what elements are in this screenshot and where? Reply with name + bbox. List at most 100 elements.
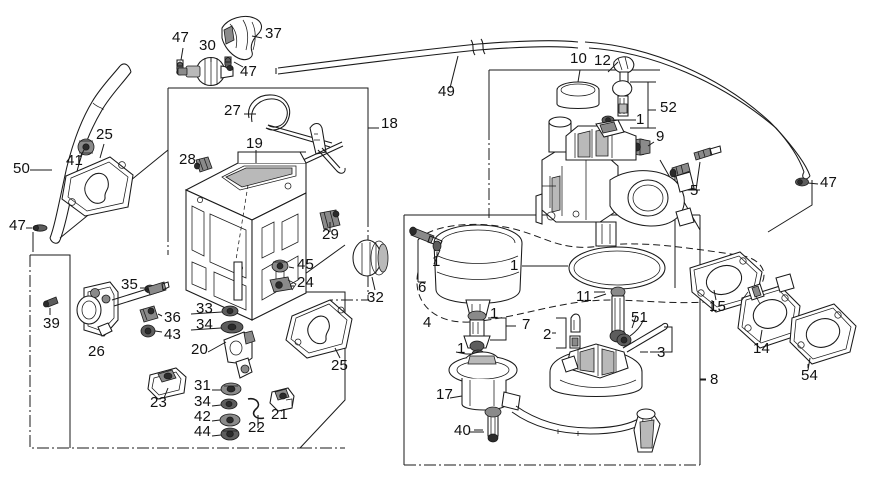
part-4-float-bowl <box>433 224 523 317</box>
callout-10: 10 <box>570 50 588 67</box>
callout-45: 45 <box>297 256 315 273</box>
callout-39: 39 <box>43 315 61 332</box>
callout-1-d: 1 <box>490 305 499 322</box>
callout-6: 6 <box>418 279 427 296</box>
callout-32: 32 <box>367 289 385 306</box>
callout-34-b: 34 <box>194 393 212 410</box>
part-49-breather-tube <box>275 38 811 180</box>
part-17-strainer-cup <box>448 351 521 411</box>
part-6-drain-screw <box>409 226 443 283</box>
callout-50: 50 <box>13 160 31 177</box>
callout-12: 12 <box>594 52 612 69</box>
part-25-gasket-upper <box>61 156 134 217</box>
part-14-insulator <box>737 273 801 349</box>
callout-19: 19 <box>246 135 264 152</box>
callout-23: 23 <box>150 394 168 411</box>
callout-54: 54 <box>801 367 819 384</box>
callout-9: 9 <box>656 128 665 145</box>
part-carburetor-body <box>535 116 695 247</box>
callout-30: 30 <box>199 37 217 54</box>
part-20-lever <box>223 330 256 379</box>
callout-14: 14 <box>753 340 771 357</box>
leader-lines <box>26 35 819 437</box>
callout-35: 35 <box>121 276 139 293</box>
callout-3: 3 <box>657 344 666 361</box>
callout-21: 21 <box>271 406 289 423</box>
callout-26: 26 <box>88 343 106 360</box>
part-18-rod <box>302 122 346 174</box>
callout-4: 4 <box>423 314 432 331</box>
callout-1-e: 1 <box>457 340 466 357</box>
callout-27: 27 <box>224 102 242 119</box>
part-51-pin <box>616 319 644 347</box>
callout-41: 41 <box>66 152 84 169</box>
connector-14-47 <box>767 180 813 233</box>
callout-43: 43 <box>164 326 182 343</box>
part-36-nut <box>139 305 159 323</box>
callout-1-a: 1 <box>636 111 645 128</box>
callout-42: 42 <box>194 408 212 425</box>
callout-36: 36 <box>164 309 182 326</box>
callout-49: 49 <box>438 83 456 100</box>
part-47-grommet-right <box>795 177 809 187</box>
part-8-float <box>549 343 643 397</box>
callout-1-b: 1 <box>432 253 441 270</box>
part-41-clamp <box>77 138 95 156</box>
frame-lower-left <box>30 254 71 448</box>
callout-25-a: 25 <box>96 126 114 143</box>
part-54-gasket <box>789 303 857 368</box>
callout-28: 28 <box>179 151 197 168</box>
callout-17: 17 <box>436 386 454 403</box>
part-26-fuel-pump <box>76 281 170 337</box>
part-28-bush <box>194 156 213 173</box>
part-47-grommet-top2 <box>224 56 234 71</box>
part-21-bracket <box>269 387 295 412</box>
part-52-jet-assembly <box>612 80 656 129</box>
callout-47-b: 47 <box>240 63 258 80</box>
callout-15: 15 <box>709 298 727 315</box>
part-43-nut <box>140 324 156 338</box>
part-1-washer-b <box>432 240 442 256</box>
part-34-washer-b <box>220 398 238 410</box>
part-10-fuel-cap <box>556 81 600 110</box>
frame-tank-assembly <box>168 87 369 215</box>
part-30-fuel-valve <box>177 56 234 87</box>
part-45-clip <box>271 259 289 273</box>
part-19-fuel-tank <box>184 151 307 321</box>
part-37-bracket <box>221 15 263 61</box>
part-2-float-valve <box>552 313 581 349</box>
callout-22: 22 <box>248 419 266 436</box>
callout-52: 52 <box>660 99 678 116</box>
callout-5: 5 <box>690 182 699 199</box>
part-29-bush <box>319 209 341 230</box>
callout-40: 40 <box>454 422 472 439</box>
part-1-bowl-gasket <box>522 246 666 290</box>
part-22-spring-rod <box>247 397 265 428</box>
callout-31: 31 <box>194 377 212 394</box>
callout-37: 37 <box>265 25 283 42</box>
callout-24: 24 <box>297 274 315 291</box>
part-3-rod <box>622 322 673 353</box>
part-32-filter <box>352 239 389 277</box>
part-42-washer <box>219 413 241 427</box>
callout-25-b: 25 <box>331 357 349 374</box>
part-24-clip <box>269 276 297 293</box>
callout-47: 47 <box>172 29 190 46</box>
callout-33: 33 <box>196 300 214 317</box>
part-25-gasket-lower <box>285 299 353 359</box>
part-34-washer-a <box>220 320 244 334</box>
part-44-washer <box>220 427 240 441</box>
part-33-washer <box>221 305 239 317</box>
callout-34-a: 34 <box>196 316 214 333</box>
part-31-washer <box>220 382 242 396</box>
part-40-bolt <box>474 406 502 443</box>
callout-29: 29 <box>322 226 340 243</box>
callout-18: 18 <box>381 115 399 132</box>
callout-51: 51 <box>631 309 649 326</box>
callout-47-c: 47 <box>820 174 838 191</box>
frame-bowl-dashed <box>416 223 765 323</box>
callout-2: 2 <box>543 326 552 343</box>
callout-47-d: 47 <box>9 217 27 234</box>
